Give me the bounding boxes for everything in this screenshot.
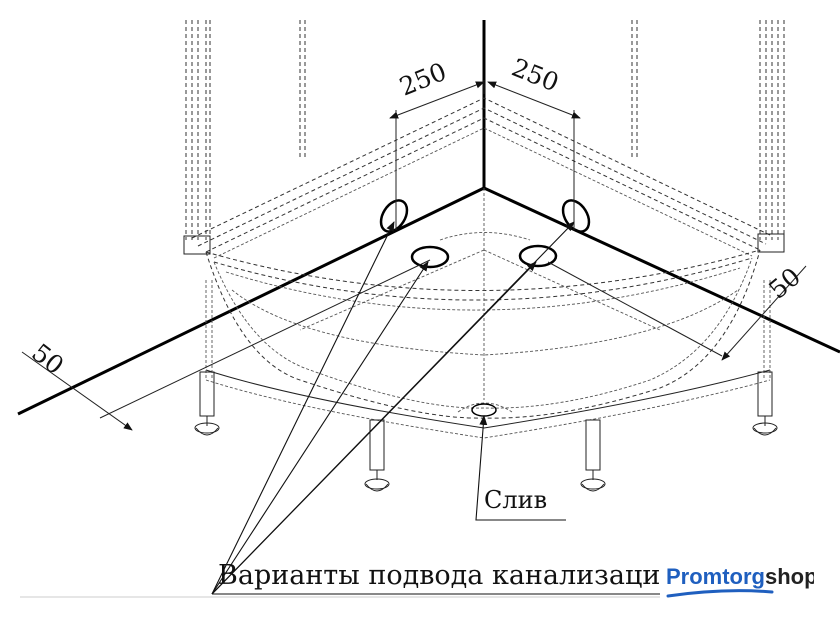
logo-text-promtorg: Promtorg: [666, 564, 765, 589]
wall-hole-right: [561, 199, 591, 233]
connection-holes: [379, 199, 591, 417]
tray-legs: [194, 371, 778, 492]
wall-posts: [185, 20, 785, 240]
dimension-50-left: 50: [21, 259, 431, 431]
dimension-label-250-right: 250: [508, 53, 563, 98]
leg-left: [194, 371, 220, 436]
dimension-label-250-left: 250: [395, 57, 450, 102]
drain-hole: [471, 403, 497, 417]
leg-front-right: [580, 419, 606, 492]
sewer-options-label: Варианты подвода канализаци: [218, 560, 660, 591]
leg-right: [752, 371, 778, 436]
dimension-label-50-right: 50: [763, 262, 806, 305]
leg-front-left: [364, 419, 390, 492]
drain-label: Слив: [484, 486, 547, 514]
floor-hole-left: [410, 245, 450, 269]
logo-swoosh: [666, 589, 774, 598]
promtorgshop-logo: Promtorgshop: [664, 562, 818, 602]
leader-lines: [211, 221, 660, 595]
dimension-label-50-left: 50: [26, 338, 69, 380]
wall-hole-left: [379, 199, 409, 233]
svg-text:Promtorgshop: Promtorgshop: [666, 564, 814, 589]
logo-text-shop: shop: [765, 564, 814, 589]
floor-hole-right: [518, 244, 558, 268]
